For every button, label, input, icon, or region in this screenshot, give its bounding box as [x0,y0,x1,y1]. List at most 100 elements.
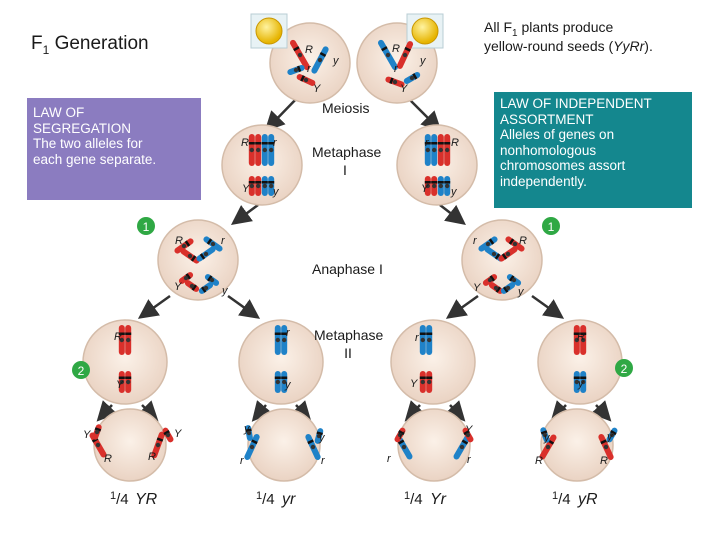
gamete-label-2: 1/4 yr [256,490,296,508]
chromosome-m2-2-blue-short-b [281,371,288,393]
chromosomes [89,39,618,460]
chromosome-m1-left-red-b [255,134,262,166]
step-marker-2-left: 2 [72,361,90,379]
chromosome-a1-left-blue-1 [203,236,223,252]
f1-cell-left [269,22,351,104]
chromosome-a1-right-blue-1 [478,236,498,252]
allele-g6-r: r [467,454,472,466]
segregation-line-4: each gene separate. [33,151,157,167]
chromosome-m1-left-red-a [248,134,255,166]
chromosome-f1-right-red-long [396,41,414,69]
chromosome-m1-right-blue-short-b [444,176,451,196]
chromosome-f1-left-red-short [296,74,316,86]
allele-f1-right-Y: Y [400,83,408,95]
svg-text:Yr: Yr [430,491,447,508]
arrow-g6 [444,400,466,422]
chromosome-g6-blue-long [453,434,471,460]
stage-arrows [96,94,612,422]
chromosome-g8-blue-short [606,427,618,443]
chromosome-g3-blue-short [245,425,253,441]
chromosome-m2-4-red-a [573,325,580,355]
chromosome-a1-left-blue-4 [198,282,214,294]
chromosome-g8-red-long [598,434,614,460]
allele-g3-y: y [243,423,251,435]
allele-m2-1-Y: Y [116,379,124,391]
chromosome-m2-2-blue-a [274,325,281,355]
allele-m1-left-Y: Y [242,183,250,195]
gamete-label-4: 1/4 yR [552,490,598,508]
chromosome-g2-red-long [151,431,165,459]
stage-label-anaphase1: Anaphase I [312,261,383,277]
allele-m2-2-r: r [286,327,291,339]
gamete-label-3: 1/4 Yr [404,490,447,508]
chromosome-m1-right-red-b [444,134,451,166]
chromosome-a1-right-red-4 [488,282,504,294]
allele-m1-right-Y: Y [421,183,429,195]
chromosome-a1-left-red-2 [180,248,200,264]
chromosome-m1-left-red-short-b [255,176,262,196]
svg-text:yR: yR [577,491,598,508]
allele-m2-4-R: R [577,331,585,343]
stage-label-metaphase1: Metaphase [312,144,381,160]
metaphase2-cell-2 [238,319,324,405]
f1-note-line1: All F1 plants produce [484,19,614,39]
chromosome-g1-red-short [92,424,102,440]
chromosome-m2-3-red-short-a [419,371,426,393]
allele-a1-left-Y: Y [174,281,182,293]
chromosome-g6-red-short [462,427,474,443]
allele-m2-3-r: r [415,332,420,344]
segregation-line-2: SEGREGATION [33,120,132,136]
svg-text:1/4: 1/4 [256,490,275,508]
arrow-g1 [96,400,118,422]
chromosome-f1-left-blue-short [287,64,305,76]
allele-g2-Y: Y [174,428,182,440]
chromosome-m2-3-red-short-b [426,371,433,393]
chromosome-m1-right-blue-b [431,134,438,166]
chromosome-m1-left-blue-a [261,134,268,166]
gamete-cell-3 [397,408,471,482]
stage-label-metaphase1-numeral: I [343,162,347,178]
allele-g3-r: r [240,455,245,467]
allele-m2-3-Y: Y [410,378,418,390]
step-marker-1-right: 1 [542,217,560,235]
allele-a1-right-y: y [517,286,525,298]
step-marker-1-left: 1 [137,217,155,235]
allele-f1-right-r: r [394,63,399,75]
independent-line-6: independently. [500,173,587,189]
arrow-ana-left [230,203,259,225]
allele-g8-y: y [606,431,614,443]
allele-g2-R: R [148,451,156,463]
chromosome-m2-1-red-short-a [118,371,125,393]
chromosome-m1-left-blue-short-a [261,176,268,196]
allele-a1-right-r: r [473,235,478,247]
chromosome-m2-4-blue-short-b [580,371,587,393]
allele-m1-right-y: y [450,186,458,198]
f1-note-line2: yellow-round seeds (YyRr). [484,38,653,54]
allele-m1-right-r: r [425,137,430,149]
chromosome-f1-left-red-long [290,39,310,71]
allele-g4-y: y [318,432,326,444]
chromosome-m1-left-blue-short-b [268,176,275,196]
arrow-m2-c [445,294,479,319]
allele-a1-left-r: r [221,235,226,247]
arrow-g2 [137,400,159,422]
allele-m2-2-y: y [284,379,292,391]
arrow-g3 [251,400,273,422]
allele-f1-left-r: r [307,63,312,75]
chromosome-f1-right-blue-long [378,39,398,71]
svg-text:2: 2 [621,362,628,376]
independent-line-4: nonhomologous [500,142,597,158]
chromosome-a1-right-blue-4 [500,282,516,294]
chromosome-m2-3-blue-a [419,325,426,355]
chromosome-g7-blue-short [540,427,550,443]
chromosome-g5-red-short [394,427,406,443]
allele-g1-Y: Y [83,429,91,441]
svg-text:yr: yr [281,491,296,508]
chromosome-a1-left-red-1 [174,238,194,254]
chromosome-a1-left-blue-3 [204,274,220,286]
independent-line-3: Alleles of genes on [500,127,615,142]
allele-m1-left-R: R [241,137,249,149]
